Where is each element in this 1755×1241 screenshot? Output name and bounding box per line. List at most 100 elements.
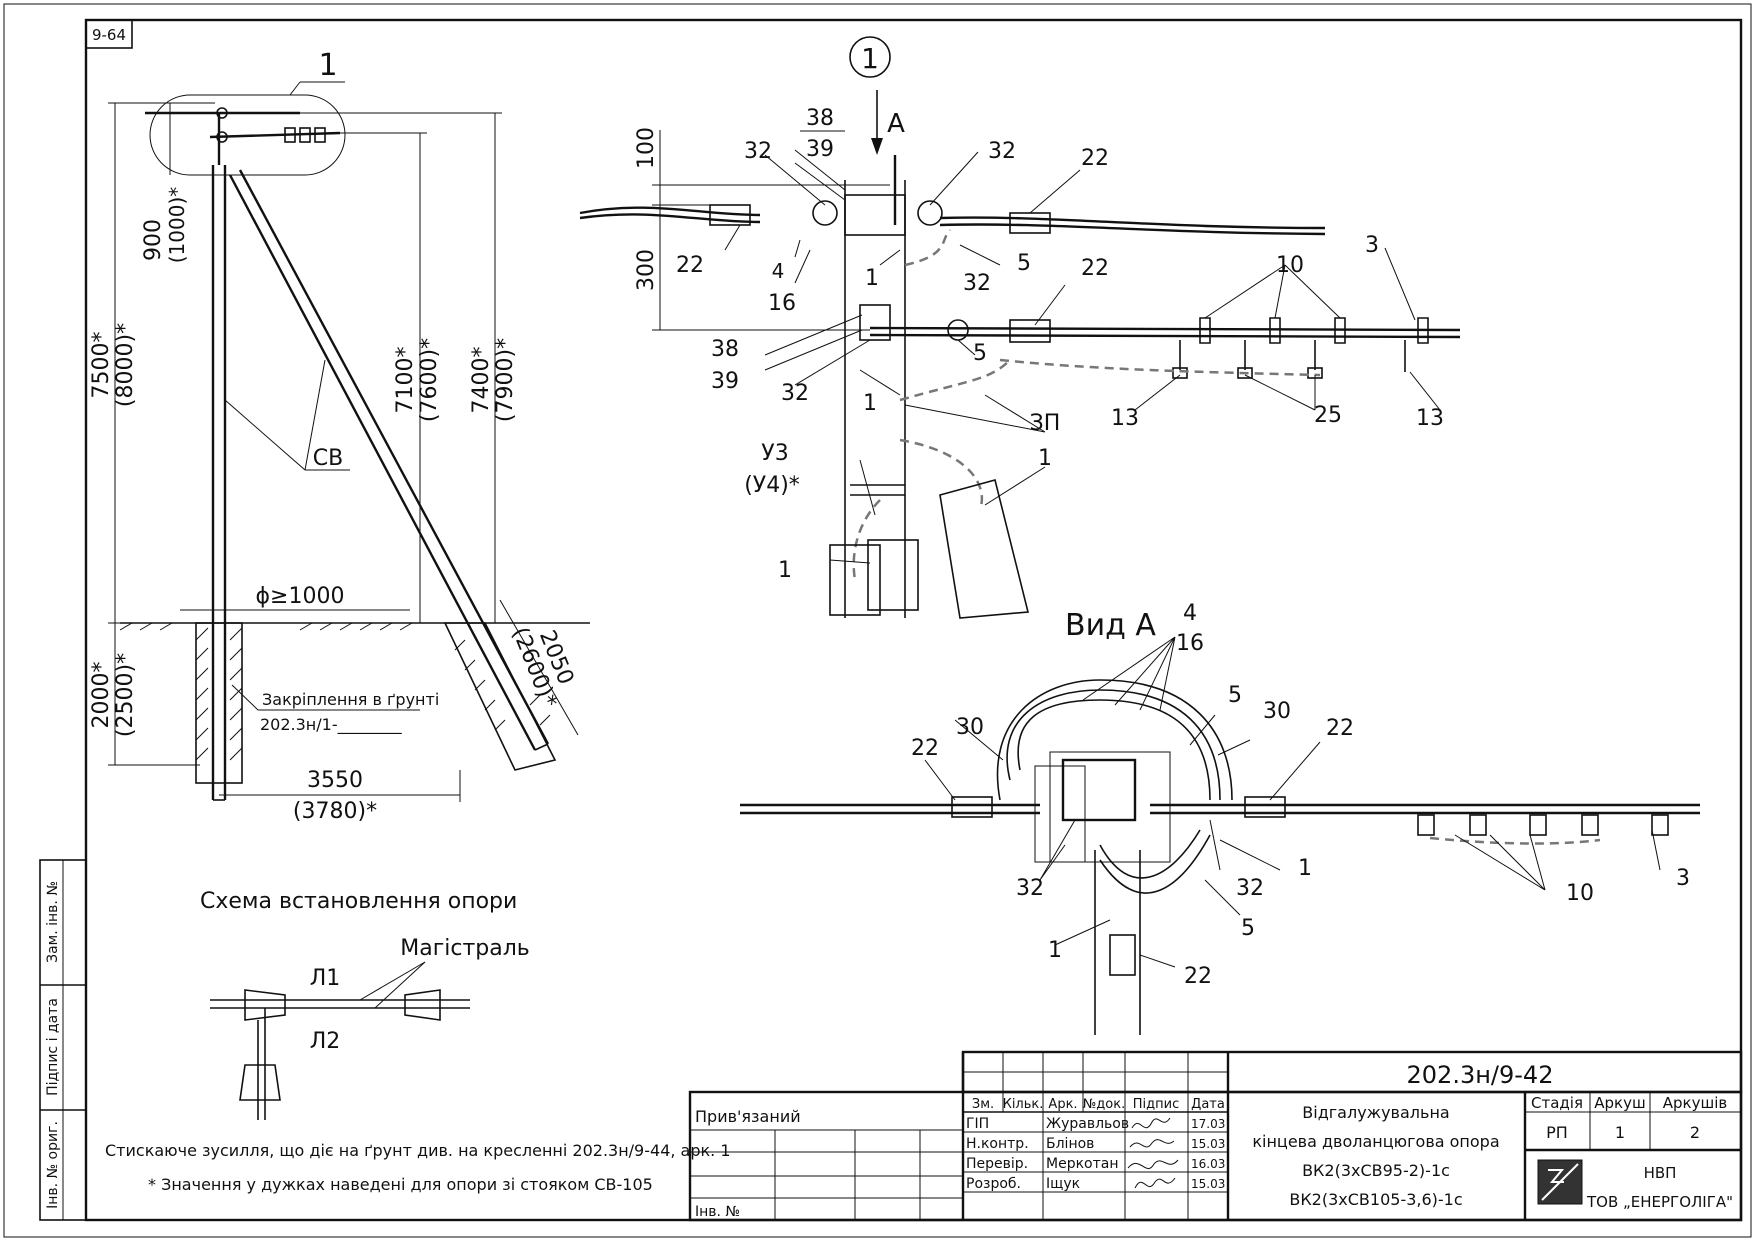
signature-2 (1129, 1139, 1175, 1148)
top-l22b: 22 (676, 253, 704, 278)
va-l30b: 30 (1263, 699, 1291, 724)
dim-7400-alt: (7900)* (493, 338, 518, 422)
tb-row1-date: 17.03 (1191, 1117, 1225, 1131)
sheets-header: Аркушів (1663, 1094, 1727, 1112)
top-l5a: 5 (1017, 251, 1031, 276)
signature-1 (1131, 1117, 1171, 1129)
tb-row1-role: ГІП (966, 1116, 989, 1132)
va-l22b: 22 (1326, 716, 1354, 741)
stage-value: РП (1546, 1123, 1568, 1142)
tb-row3-name: Меркотан (1046, 1156, 1119, 1172)
tb-head-data: Дата (1191, 1097, 1225, 1112)
schema-title: Схема встановлення опори (200, 889, 517, 914)
top-l16: 16 (768, 291, 796, 316)
installation-schema: Схема встановлення опори Л1 Л2 Магістрал… (200, 889, 530, 1120)
note-2: * Значення у дужках наведені для опори з… (148, 1175, 653, 1194)
top-l13b: 13 (1416, 406, 1444, 431)
top-l38a: 38 (806, 106, 834, 131)
side-pidpys-data: Підпис і дата (45, 998, 61, 1096)
phi-label: ϕ≥1000 (256, 584, 345, 609)
inv-no: Інв. № (695, 1204, 740, 1220)
tb-head-kilk: Кільк. (1003, 1097, 1044, 1112)
va-l5a: 5 (1228, 683, 1242, 708)
va-l32a: 32 (1016, 876, 1044, 901)
desc-line-2: кінцева дволанцюгова опора (1252, 1132, 1499, 1151)
dim-3550: 3550 (307, 768, 363, 793)
view-a-detail: Вид А (740, 608, 1700, 1035)
title-block: 202.3н/9-42 Прив'язаний Інв. № Зм. Кільк… (688, 1050, 1743, 1222)
company-logo-icon (1537, 1159, 1583, 1205)
dim-2000: 2000* (89, 662, 114, 729)
left-elevation: 1 7500* (8000)* 2000* (2 (89, 48, 590, 824)
tb-row1-name: Журавльов (1046, 1116, 1129, 1132)
dim-100: 100 (634, 127, 659, 169)
top-labels: 38 39 32 32 22 22 4 16 1 5 22 32 10 3 38… (676, 106, 1444, 583)
top-l32a: 32 (744, 139, 772, 164)
desc-line-4: ВК2(3хСВ105-3,6)-1с (1289, 1190, 1462, 1209)
view-a-title: Вид А (1065, 608, 1156, 643)
arrow-a: А (887, 109, 905, 139)
tb-row4-date: 15.03 (1191, 1177, 1225, 1191)
top-l22a: 22 (1081, 146, 1109, 171)
desc-line-3: ВК2(3хСВ95-2)-1с (1302, 1161, 1450, 1180)
side-stamp: Зам. інв. № Підпис і дата Інв. № ориг. (39, 859, 87, 1221)
va-l5b: 5 (1241, 916, 1255, 941)
va-l22c: 22 (1184, 964, 1212, 989)
tb-head-ark: Арк. (1048, 1097, 1077, 1112)
top-l1b: 1 (863, 391, 877, 416)
va-l32b: 32 (1236, 876, 1264, 901)
company-line-2: ТОВ „ЕНЕРГОЛІГА" (1586, 1193, 1733, 1211)
tb-row3-date: 16.03 (1191, 1157, 1225, 1171)
corner-code-box (85, 19, 133, 49)
tb-row2-role: Н.контр. (966, 1136, 1029, 1152)
va-l22a: 22 (911, 736, 939, 761)
tb-row2-name: Блінов (1046, 1136, 1094, 1152)
top-l4: 4 (772, 259, 785, 283)
dim-900: 900 (141, 219, 166, 261)
schema-l1: Л1 (310, 966, 341, 991)
va-l10: 10 (1566, 881, 1594, 906)
va-l3: 3 (1676, 866, 1690, 891)
top-u4: (У4)* (744, 473, 800, 498)
pryvyazanyi: Прив'язаний (695, 1107, 801, 1126)
schema-main-line: Магістраль (400, 936, 530, 961)
sheet-no: 1 (1615, 1123, 1625, 1142)
tb-row4-name: Іщук (1046, 1176, 1080, 1192)
top-u3: У3 (761, 441, 788, 466)
top-l32d: 32 (781, 381, 809, 406)
tb-head-ndok: №док. (1083, 1097, 1125, 1112)
top-l39b: 39 (711, 369, 739, 394)
tb-head-zm: Зм. (972, 1097, 994, 1112)
tb-head-pidpys: Підпис (1133, 1097, 1179, 1112)
va-l4: 4 (1183, 601, 1197, 626)
va-l1a: 1 (1298, 856, 1312, 881)
desc-line-1: Відгалужувальна (1302, 1103, 1449, 1122)
top-l32c: 32 (963, 271, 991, 296)
top-l5b: 5 (973, 341, 987, 366)
corner-code: 9-64 (92, 26, 126, 44)
dim-7100: 7100* (393, 347, 418, 414)
tb-row3-role: Перевір. (966, 1156, 1028, 1172)
tb-row2-date: 15.03 (1191, 1137, 1225, 1151)
dim-7500-alt: (8000)* (113, 323, 138, 407)
outer-border (3, 3, 1752, 1238)
top-l1d: 1 (778, 558, 792, 583)
top-l13a: 13 (1111, 406, 1139, 431)
signature-3 (1127, 1159, 1179, 1170)
side-inv-oryg: Інв. № ориг. (45, 1121, 61, 1209)
top-l38b: 38 (711, 337, 739, 362)
note-1: Стискаюче зусилля, що діє на ґрунт див. … (105, 1141, 731, 1160)
ground-fix: Закріплення в ґрунті (262, 690, 439, 709)
label-sv: СВ (313, 446, 343, 471)
dim-3550-alt: (3780)* (293, 799, 377, 824)
ground-ref: 202.3н/1-________ (260, 715, 403, 735)
top-l10: 10 (1276, 253, 1304, 278)
tb-row4-role: Розроб. (966, 1176, 1021, 1192)
top-detail: 1 А (579, 36, 1461, 619)
dim-7100-alt: (7600)* (417, 338, 442, 422)
sheets-total: 2 (1690, 1123, 1700, 1142)
top-l25: 25 (1314, 403, 1342, 428)
side-zam-inv: Зам. інв. № (45, 881, 61, 963)
dim-2000-alt: (2500)* (113, 653, 138, 737)
